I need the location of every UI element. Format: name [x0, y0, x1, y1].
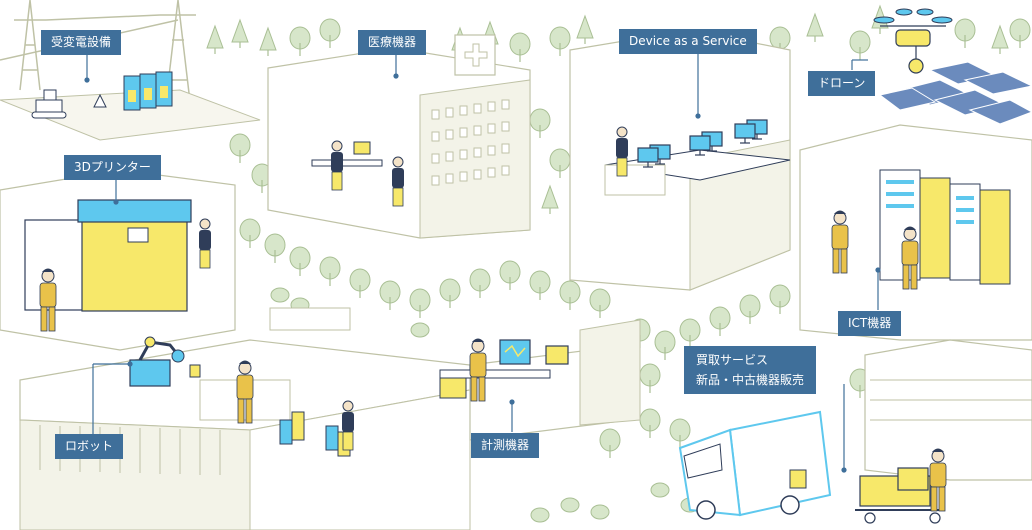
label-3d-printer[interactable]: 3Dプリンター	[64, 155, 161, 180]
label-drone-text: ドローン	[818, 76, 866, 90]
label-measurement-equipment[interactable]: 計測機器	[471, 433, 540, 458]
label-purchase-line2: 新品・中古機器販売	[696, 373, 805, 387]
label-device-as-a-service[interactable]: Device as a Service	[619, 29, 757, 54]
measurement-workstation	[439, 339, 569, 399]
nurse-standing	[391, 156, 405, 207]
printer-presenter	[198, 218, 212, 269]
doctor-seated	[330, 140, 344, 191]
label-robot[interactable]: ロボット	[55, 434, 124, 459]
label-purchase-line1: 買取サービス	[696, 353, 769, 367]
warehouse-building	[864, 339, 1032, 481]
label-3d-printer-text: 3Dプリンター	[74, 160, 151, 174]
label-daas-text: Device as a Service	[629, 34, 747, 48]
bulldozer-icon	[31, 89, 67, 119]
label-medical-equipment-text: 医療機器	[368, 35, 417, 49]
label-medical-equipment[interactable]: 医療機器	[358, 30, 427, 55]
robot-arm-icon	[129, 336, 201, 387]
label-connectors	[84, 52, 881, 473]
lab-technician	[341, 400, 355, 451]
medical-building	[267, 34, 531, 239]
label-ict-equipment[interactable]: ICT機器	[838, 311, 902, 336]
transformer-units	[123, 71, 173, 111]
label-purchase-service[interactable]: 買取サービス 新品・中古機器販売	[684, 346, 817, 394]
hand-cart-icon	[855, 467, 945, 524]
label-drone[interactable]: ドローン	[808, 71, 876, 96]
label-ict-equipment-text: ICT機器	[848, 316, 892, 330]
solar-panels	[878, 61, 1032, 125]
delivery-truck-icon	[678, 410, 832, 520]
3d-printer-building	[0, 169, 236, 351]
daas-office	[569, 29, 791, 291]
label-substation-text: 受変電設備	[51, 35, 112, 49]
label-measurement-text: 計測機器	[481, 438, 530, 452]
drone-icon	[873, 8, 953, 74]
label-substation[interactable]: 受変電設備	[41, 30, 122, 55]
office-worker	[615, 126, 629, 177]
label-robot-text: ロボット	[65, 439, 114, 453]
